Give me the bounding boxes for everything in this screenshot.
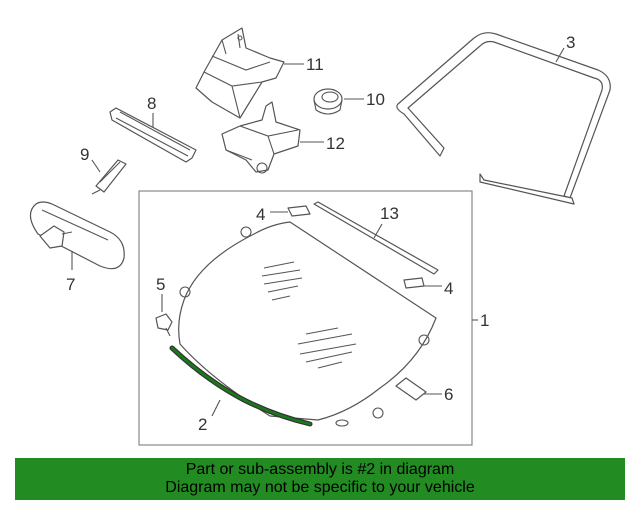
banner-line-1: Part or sub-assembly is #2 in diagram: [185, 461, 455, 478]
callout-1: 1: [480, 311, 489, 330]
callout-4-lower: 4: [444, 279, 453, 298]
callout-12: 12: [326, 134, 345, 153]
callout-2: 2: [198, 415, 207, 434]
leader-13: [373, 223, 383, 239]
notice-banner: Part or sub-assembly is #2 in diagram Di…: [15, 458, 625, 500]
part-13-strip: [313, 201, 439, 275]
callout-8: 8: [147, 94, 156, 113]
part-3-molding: [396, 32, 611, 205]
callout-9: 9: [80, 145, 89, 164]
leader-3: [555, 47, 565, 63]
callout-6: 6: [444, 385, 453, 404]
part-11-bracket: [195, 27, 285, 119]
part-4-tag-upper: [287, 205, 311, 217]
callout-13: 13: [380, 204, 399, 223]
leader-2: [211, 399, 221, 417]
callout-11: 11: [306, 55, 324, 74]
callout-3: 3: [566, 33, 575, 52]
part-2-seal-highlighted: [169, 345, 313, 427]
part-4-tag-lower: [403, 277, 425, 289]
part-7-mirror: [29, 201, 125, 270]
part-8-cover: [109, 107, 197, 163]
banner-line-2: Diagram may not be specific to your vehi…: [165, 479, 475, 496]
callout-5: 5: [156, 275, 165, 294]
part-12-camera-bracket: [221, 101, 301, 174]
part-10-sensor: [313, 88, 343, 115]
callout-7: 7: [66, 275, 75, 294]
part-6-pad: [395, 377, 427, 401]
part-1-windshield: [178, 221, 437, 427]
leader-9: [91, 159, 101, 173]
part-5-pin: [155, 313, 173, 337]
parts-diagram: 11 10 12 8 9 7 3: [29, 27, 611, 446]
part-9-clip: [91, 159, 127, 195]
callout-10: 10: [366, 90, 385, 109]
callout-4-upper: 4: [256, 205, 265, 224]
